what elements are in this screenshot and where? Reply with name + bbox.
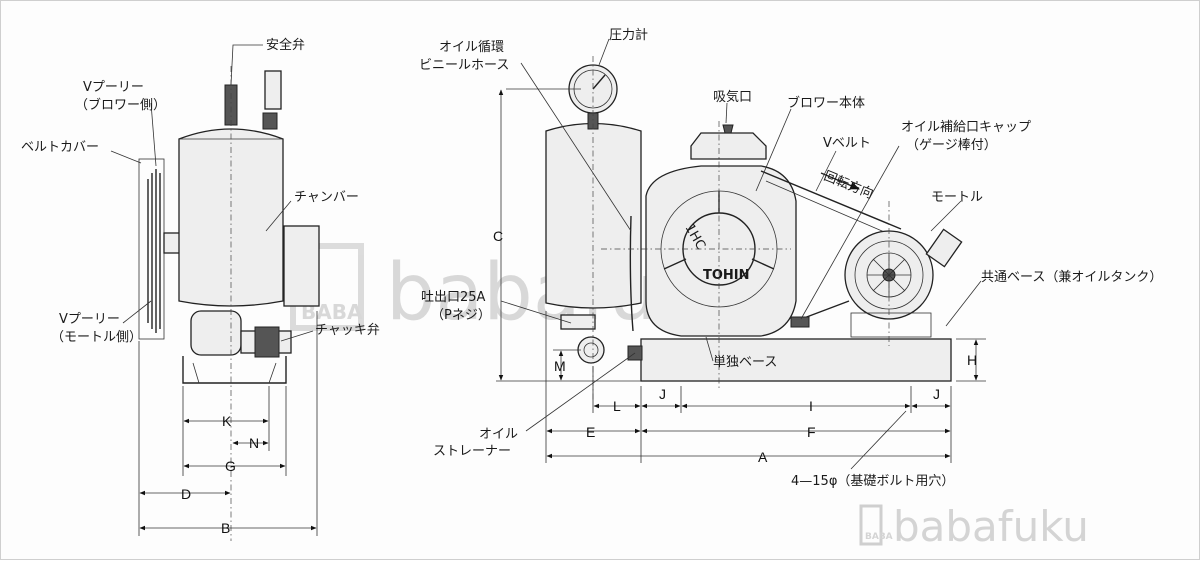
label-oil-hose-2: ビニールホース — [419, 58, 509, 73]
dim-j2: J — [933, 386, 940, 402]
label-oil-hose-1: オイル循環 — [439, 40, 504, 55]
label-oil-cap-2: （ゲージ棒付） — [906, 138, 997, 153]
label-v-pulley-motor-1: Vプーリー — [59, 312, 120, 327]
label-oil-strainer-2: ストレーナー — [433, 444, 511, 459]
oil-hose-line — [629, 215, 634, 332]
dim-h: H — [967, 352, 977, 368]
label-safety-valve: 安全弁 — [266, 37, 305, 53]
dim-c: C — [493, 228, 503, 244]
text-labels: 安全弁 Vプーリー （ブロワー側） ベルトカバー チャンバー Vプーリー （モー… — [21, 27, 1162, 489]
label-check-valve: チャッキ弁 — [315, 323, 380, 338]
dim-i: I — [809, 398, 813, 414]
label-common-base: 共通ベース（兼オイルタンク） — [981, 270, 1162, 285]
watermark-corner-logo-icon — [859, 504, 883, 546]
outlet-pipe — [560, 314, 596, 330]
single-base-shape — [640, 338, 952, 382]
dim-f: F — [807, 424, 816, 440]
dim-d: D — [181, 486, 191, 502]
motor-terminal-box — [925, 228, 963, 268]
label-oil-cap-1: オイル補給口キャップ — [901, 120, 1031, 135]
watermark-corner: BABA babafuku — [859, 502, 1089, 551]
safety-valve-fitting — [224, 84, 238, 126]
label-chamber: チャンバー — [294, 190, 359, 205]
dim-n: N — [249, 435, 259, 451]
dim-j1: J — [659, 386, 666, 402]
dim-e: E — [586, 424, 595, 440]
dim-b: B — [221, 520, 230, 536]
label-motor: モートル — [931, 190, 983, 205]
label-pressure-gauge: 圧力計 — [609, 27, 648, 43]
label-rotation: 回転方向 — [822, 168, 876, 202]
label-outlet-2: （Pネジ） — [431, 308, 491, 323]
dimension-lines — [139, 89, 979, 531]
label-intake: 吸気口 — [713, 89, 752, 105]
label-v-belt: Vベルト — [823, 136, 871, 151]
label-single-base: 単独ベース — [713, 354, 777, 370]
leader-lines — [110, 38, 982, 470]
dim-a: A — [758, 449, 768, 465]
motor-mount — [850, 312, 932, 338]
oil-cap-fitting — [790, 316, 810, 328]
label-oil-strainer-1: オイル — [479, 427, 518, 442]
v-pulley-shape — [147, 169, 161, 333]
label-bolt-holes: 4—15φ（基礎ボルト用穴） — [791, 474, 954, 489]
side-stand — [182, 356, 287, 384]
rotation-arrow-icon — [820, 172, 860, 190]
label-blower-body: ブロワー本体 — [787, 95, 865, 111]
dim-m: M — [554, 358, 566, 374]
gauge-side-fitting — [264, 70, 282, 110]
watermark-corner-brand-text: babafuku — [893, 502, 1089, 551]
label-belt-cover: ベルトカバー — [21, 140, 99, 155]
lower-elbow-pipe — [190, 310, 242, 356]
dim-g: G — [225, 458, 236, 474]
label-v-pulley-motor-2: （モートル側） — [51, 330, 142, 345]
outlet-port — [577, 336, 605, 364]
side-view — [138, 66, 320, 541]
label-outlet-1: 吐出口25A — [421, 290, 486, 305]
blower-brand-plate: TOHIN — [703, 268, 750, 283]
watermark-corner-logo-text: BABA — [865, 532, 893, 542]
chamber-side-box — [283, 225, 320, 307]
blower-body-shape — [645, 165, 797, 337]
dim-l: L — [613, 398, 621, 414]
front-view: 1HC TOHIN — [496, 56, 986, 463]
intake-box — [690, 132, 767, 160]
dim-k: K — [222, 413, 232, 429]
label-v-pulley-blower-1: Vプーリー — [83, 80, 144, 95]
front-chamber-body — [545, 122, 642, 309]
label-v-pulley-blower-2: （ブロワー側） — [75, 97, 166, 113]
dimension-letters: K N G D B C M H L J I J E F A — [181, 228, 977, 536]
